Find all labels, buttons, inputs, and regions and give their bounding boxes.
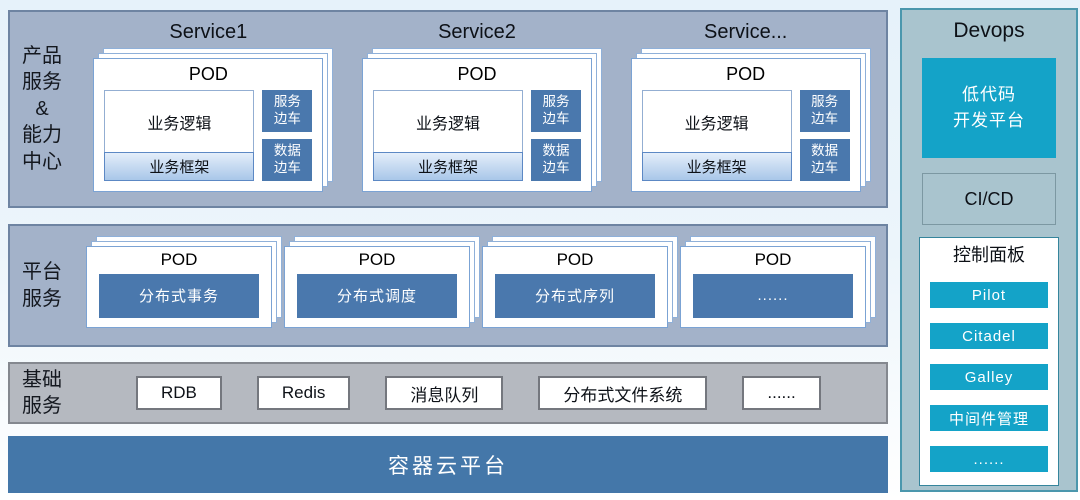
infra-item-rdb: RDB	[136, 376, 222, 410]
pod-title: POD	[556, 249, 594, 269]
business-logic-box: 业务逻辑	[104, 90, 255, 153]
platform-services-band: 平台 服务 POD 分布式事务 POD 分布式调度 POD	[8, 224, 888, 347]
data-sidecar-box: 数据 边车	[531, 139, 581, 181]
devops-title: Devops	[953, 19, 1025, 42]
pod-title: POD	[754, 249, 792, 269]
products-capability-band: 产品 服务 & 能力 中心 Service1 POD 业务逻辑 业务框架	[8, 10, 888, 208]
control-panel-box: 控制面板 Pilot Citadel Galley 中间件管理 ......	[919, 237, 1059, 486]
business-framework-box: 业务框架	[641, 152, 792, 181]
main-architecture-column: 产品 服务 & 能力 中心 Service1 POD 业务逻辑 业务框架	[8, 10, 888, 493]
distributed-transaction-box: 分布式事务	[99, 273, 259, 318]
pod-body: 业务逻辑 业务框架 服务 边车 数据 边车	[104, 90, 313, 181]
pod-card: POD 分布式序列	[482, 245, 668, 328]
service-column-1: Service1 POD 业务逻辑 业务框架 服务 边车	[74, 12, 343, 206]
infra-items-row: RDB Redis 消息队列 分布式文件系统 ......	[74, 364, 886, 422]
pod-title: POD	[160, 249, 198, 269]
infra-item-message-queue: 消息队列	[385, 376, 504, 410]
infra-item-ellipsis: ......	[742, 376, 821, 410]
control-panel-item-galley: Galley	[930, 364, 1048, 390]
platform-pod-ellipsis-box: ......	[693, 273, 853, 318]
pod-card: POD ......	[680, 245, 866, 328]
control-panel-item-middleware-management: 中间件管理	[930, 405, 1048, 431]
business-logic-box: 业务逻辑	[373, 90, 523, 153]
service-column-2: Service2 POD 业务逻辑 业务框架 服务 边车	[343, 12, 612, 206]
distributed-scheduling-box: 分布式调度	[297, 273, 457, 318]
control-panel-item-pilot: Pilot	[930, 282, 1048, 308]
sidecar-column: 服务 边车 数据 边车	[531, 90, 581, 181]
container-cloud-platform-bar: 容器云平台	[8, 436, 888, 493]
business-framework-box: 业务框架	[104, 152, 255, 181]
infra-item-distributed-file-system: 分布式文件系统	[538, 376, 708, 410]
service-title: Service1	[169, 21, 248, 43]
data-sidecar-box: 数据 边车	[799, 139, 850, 181]
service-sidecar-box: 服务 边车	[262, 90, 313, 132]
pod-card: POD 业务逻辑 业务框架 服务 边车 数据 边车	[630, 58, 861, 192]
business-stack: 业务逻辑 业务框架	[104, 90, 255, 181]
service-column-3: Service... POD 业务逻辑 业务框架 服务 边车	[611, 12, 880, 206]
pod-stack: POD 业务逻辑 业务框架 服务 边车 数据 边车	[630, 48, 871, 192]
services-row: Service1 POD 业务逻辑 业务框架 服务 边车	[74, 12, 886, 206]
control-panel-item-citadel: Citadel	[930, 323, 1048, 349]
pod-title: POD	[358, 249, 396, 269]
pod-card: POD 业务逻辑 业务框架 服务 边车 数据 边车	[362, 58, 592, 192]
pod-card: POD 分布式调度	[284, 245, 470, 328]
pod-card: POD 分布式事务	[86, 245, 272, 328]
service-sidecar-box: 服务 边车	[531, 90, 581, 132]
pod-card: POD 业务逻辑 业务框架 服务 边车 数据 边车	[93, 58, 324, 192]
business-stack: 业务逻辑 业务框架	[373, 90, 523, 181]
infra-item-redis: Redis	[256, 376, 351, 410]
platform-pod-stack-4: POD ......	[680, 235, 876, 328]
pod-stack: POD 业务逻辑 业务框架 服务 边车 数据 边车	[362, 48, 602, 192]
service-title: Service...	[704, 21, 788, 43]
control-panel-item-ellipsis: ......	[930, 446, 1048, 472]
data-sidecar-box: 数据 边车	[262, 139, 313, 181]
cicd-box: CI/CD	[922, 173, 1056, 225]
pod-title: POD	[457, 64, 497, 84]
business-stack: 业务逻辑 业务框架	[641, 90, 792, 181]
sidecar-column: 服务 边车 数据 边车	[262, 90, 313, 181]
products-band-label: 产品 服务 & 能力 中心	[22, 45, 62, 173]
devops-panel: Devops 低代码 开发平台 CI/CD 控制面板 Pilot Citadel…	[900, 8, 1078, 492]
business-framework-box: 业务框架	[373, 152, 523, 181]
pod-body: 业务逻辑 业务框架 服务 边车 数据 边车	[641, 90, 850, 181]
infrastructure-services-band: 基础 服务 RDB Redis 消息队列 分布式文件系统 ......	[8, 362, 888, 424]
platform-pod-stack-1: POD 分布式事务	[86, 235, 282, 328]
platform-band-label: 平台 服务	[22, 261, 62, 310]
pod-body: 业务逻辑 业务框架 服务 边车 数据 边车	[373, 90, 581, 181]
distributed-sequence-box: 分布式序列	[495, 273, 655, 318]
service-sidecar-box: 服务 边车	[799, 90, 850, 132]
pod-stack: POD 业务逻辑 业务框架 服务 边车 数据 边车	[93, 48, 334, 192]
pod-title: POD	[188, 64, 228, 84]
infra-band-label: 基础 服务	[22, 368, 62, 417]
control-panel-title: 控制面板	[953, 245, 1025, 265]
pod-title: POD	[726, 64, 766, 84]
platform-pods-row: POD 分布式事务 POD 分布式调度 POD 分布式序列	[74, 226, 886, 345]
platform-pod-stack-2: POD 分布式调度	[284, 235, 480, 328]
low-code-platform-box: 低代码 开发平台	[922, 58, 1056, 158]
business-logic-box: 业务逻辑	[641, 90, 792, 153]
service-title: Service2	[438, 21, 516, 43]
platform-pod-stack-3: POD 分布式序列	[482, 235, 678, 328]
sidecar-column: 服务 边车 数据 边车	[799, 90, 850, 181]
